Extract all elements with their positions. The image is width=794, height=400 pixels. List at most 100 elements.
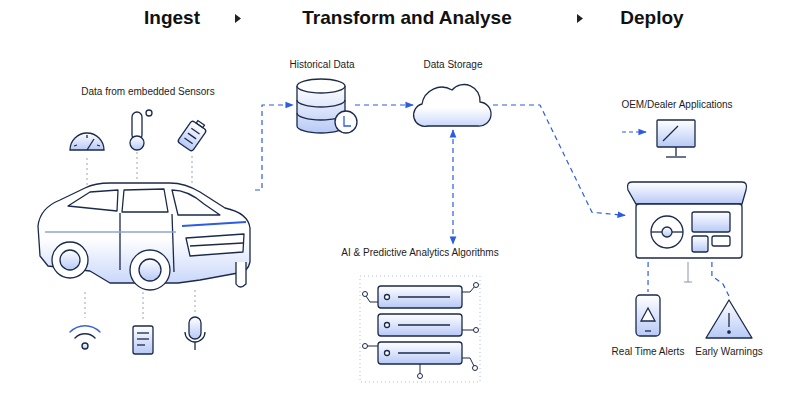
trace-dot	[363, 292, 368, 297]
monitor-glare	[663, 126, 678, 141]
warning-dot	[728, 331, 730, 333]
monitor-stand	[675, 147, 676, 156]
tick-bar	[684, 282, 692, 283]
wifi-dot	[82, 343, 88, 349]
car-body	[38, 183, 250, 283]
server-led	[385, 323, 390, 328]
car-hub	[60, 250, 80, 270]
dash-button	[712, 236, 730, 246]
battery-bar	[184, 138, 192, 144]
doc-sheet	[133, 326, 153, 354]
trace-dot	[363, 344, 368, 349]
battery-terminal	[196, 121, 204, 128]
wifi-arc	[75, 334, 95, 338]
dash-visor	[628, 182, 747, 204]
trace	[366, 296, 378, 302]
node-caption: Data from embedded Sensors	[81, 86, 214, 98]
document-icon	[133, 326, 153, 354]
leader-line	[85, 292, 86, 318]
car-grille-line	[190, 243, 243, 246]
flow-connector	[255, 105, 293, 190]
trace	[420, 364, 421, 374]
car-window	[122, 189, 168, 212]
car-window	[68, 190, 118, 211]
monitor-base	[666, 156, 686, 157]
db-body	[297, 86, 345, 133]
dashboard-node	[625, 180, 751, 262]
app-node: OEM/Dealer Applications	[652, 116, 700, 162]
trace	[462, 330, 474, 331]
gauge-icon	[70, 133, 104, 150]
car-illustration	[38, 183, 250, 290]
gauge-tick	[74, 145, 77, 146]
warning-icon	[706, 300, 752, 338]
database-icon	[297, 79, 357, 133]
gauge-needle	[87, 139, 94, 150]
car-wheel	[130, 250, 170, 290]
server-slot	[398, 296, 450, 297]
steering-spoke	[672, 231, 683, 232]
thermometer-icon	[130, 110, 152, 150]
sensor-leaders	[85, 152, 195, 320]
wifi-icon	[70, 326, 100, 349]
phone-alert	[641, 308, 655, 321]
database-node: Historical Data	[293, 78, 355, 133]
leader-line	[195, 290, 196, 314]
server-led	[385, 351, 390, 356]
cloud-node: Data Storage	[413, 82, 493, 130]
car-headlight	[182, 222, 246, 226]
heading-arrow	[577, 14, 583, 23]
wifi-arc	[70, 326, 100, 332]
phone-icon	[636, 295, 660, 336]
dash-tick	[684, 262, 692, 282]
trace-dot	[418, 374, 423, 379]
db-clock-hand	[344, 116, 351, 126]
db-layer	[297, 113, 345, 120]
flow-connector	[712, 262, 729, 296]
car-door-line	[172, 214, 174, 272]
dash-button	[692, 236, 708, 252]
warning-bang	[728, 313, 729, 327]
gauge-tick	[97, 145, 100, 146]
car-wheel	[52, 242, 88, 278]
car-wheel	[236, 262, 246, 287]
db-clock	[335, 111, 357, 133]
server-unit	[378, 286, 462, 308]
monitor-icon	[657, 120, 695, 157]
server-slot	[398, 324, 450, 325]
steering-hub	[662, 227, 672, 237]
sensor-car: Data from embedded Sensors	[30, 170, 255, 295]
trace	[367, 346, 378, 347]
node-caption: AI & Predictive Analytics Algorithms	[341, 247, 498, 259]
node-caption: Early Warnings	[695, 346, 762, 358]
alert-node: Real Time Alerts	[630, 292, 666, 338]
leader-line	[137, 152, 138, 180]
doc-line	[137, 332, 149, 333]
monitor-screen	[657, 120, 695, 147]
battery-bar	[188, 133, 196, 139]
steering-wheel	[651, 216, 683, 248]
heading-arrow	[235, 14, 241, 23]
doc-line	[137, 344, 145, 345]
mic-capsule	[189, 317, 201, 339]
server-glow	[360, 276, 480, 382]
thermo-degree	[146, 110, 152, 116]
phone-button	[645, 330, 651, 331]
microphone-icon	[185, 317, 205, 350]
node-caption: Real Time Alerts	[612, 346, 685, 358]
warning-triangle	[706, 300, 752, 338]
flow-connector	[355, 104, 413, 105]
mic-stand	[185, 332, 205, 342]
doc-line	[137, 338, 149, 339]
pointer-arrow	[622, 131, 646, 132]
dash-panel	[636, 204, 742, 258]
tick-line	[688, 262, 689, 282]
flow-connector	[647, 262, 648, 292]
battery-body	[177, 120, 207, 152]
stage-heading: Transform and Analyse	[302, 7, 511, 29]
phone-body	[636, 295, 660, 336]
trace	[462, 286, 475, 292]
server-unit	[378, 314, 462, 336]
dash-screen	[692, 212, 730, 232]
